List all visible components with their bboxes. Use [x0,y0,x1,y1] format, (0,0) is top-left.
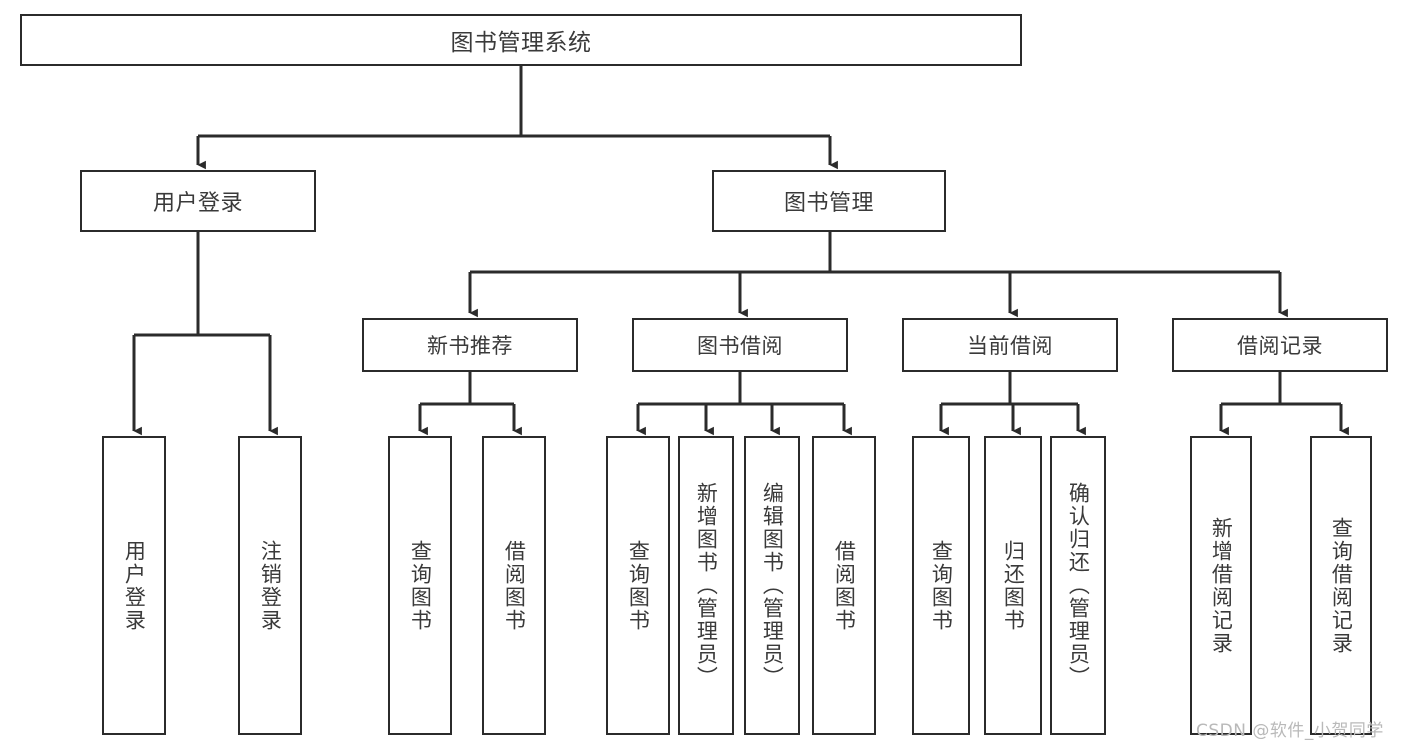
node-leaf-query-book-current[interactable]: 查询图书 [912,436,970,735]
node-leaf-query-book-rec-label: 查询图书 [408,539,433,632]
node-new-book-recommend-label: 新书推荐 [427,334,513,358]
node-borrow-record[interactable]: 借阅记录 [1172,318,1388,372]
node-current-borrow[interactable]: 当前借阅 [902,318,1118,372]
node-leaf-query-book-borrow-label: 查询图书 [626,539,651,632]
node-new-book-recommend[interactable]: 新书推荐 [362,318,578,372]
node-leaf-confirm-return-admin[interactable]: 确认归还（管理员） [1050,436,1106,735]
watermark-text: CSDN @软件_小贺同学 [1196,721,1384,741]
node-leaf-edit-book-admin-label: 编辑图书（管理员） [760,482,785,689]
node-leaf-query-book-borrow[interactable]: 查询图书 [606,436,670,735]
node-leaf-query-book-current-label: 查询图书 [929,539,954,632]
node-book-borrow-label: 图书借阅 [697,334,783,358]
node-leaf-add-borrow-record-label: 新增借阅记录 [1209,516,1234,655]
node-leaf-confirm-return-admin-label: 确认归还（管理员） [1066,482,1091,689]
node-book-borrow[interactable]: 图书借阅 [632,318,848,372]
node-book-management-label: 图书管理 [783,191,874,216]
node-leaf-user-login[interactable]: 用户登录 [102,436,166,735]
node-leaf-borrow-book-label: 借阅图书 [832,539,857,632]
node-leaf-user-login-label: 用户登录 [122,539,147,632]
node-book-management[interactable]: 图书管理 [712,170,946,232]
node-leaf-add-book-admin-label: 新增图书（管理员） [694,482,719,689]
node-root-system-label: 图书管理系统 [450,30,592,56]
node-leaf-return-book-label: 归还图书 [1001,539,1026,632]
node-leaf-add-book-admin[interactable]: 新增图书（管理员） [678,436,734,735]
node-leaf-query-borrow-record[interactable]: 查询借阅记录 [1310,436,1372,735]
node-leaf-borrow-book-rec-label: 借阅图书 [502,539,527,632]
node-leaf-logout[interactable]: 注销登录 [238,436,302,735]
node-borrow-record-label: 借阅记录 [1237,334,1323,358]
node-leaf-return-book[interactable]: 归还图书 [984,436,1042,735]
node-user-login-label: 用户登录 [152,191,243,216]
node-leaf-edit-book-admin[interactable]: 编辑图书（管理员） [744,436,800,735]
node-leaf-borrow-book[interactable]: 借阅图书 [812,436,876,735]
node-leaf-add-borrow-record[interactable]: 新增借阅记录 [1190,436,1252,735]
node-leaf-borrow-book-rec[interactable]: 借阅图书 [482,436,546,735]
node-leaf-query-borrow-record-label: 查询借阅记录 [1329,516,1354,655]
node-leaf-query-book-rec[interactable]: 查询图书 [388,436,452,735]
node-current-borrow-label: 当前借阅 [967,334,1053,358]
node-root-system[interactable]: 图书管理系统 [20,14,1022,66]
node-leaf-logout-label: 注销登录 [258,539,283,632]
node-user-login[interactable]: 用户登录 [80,170,316,232]
